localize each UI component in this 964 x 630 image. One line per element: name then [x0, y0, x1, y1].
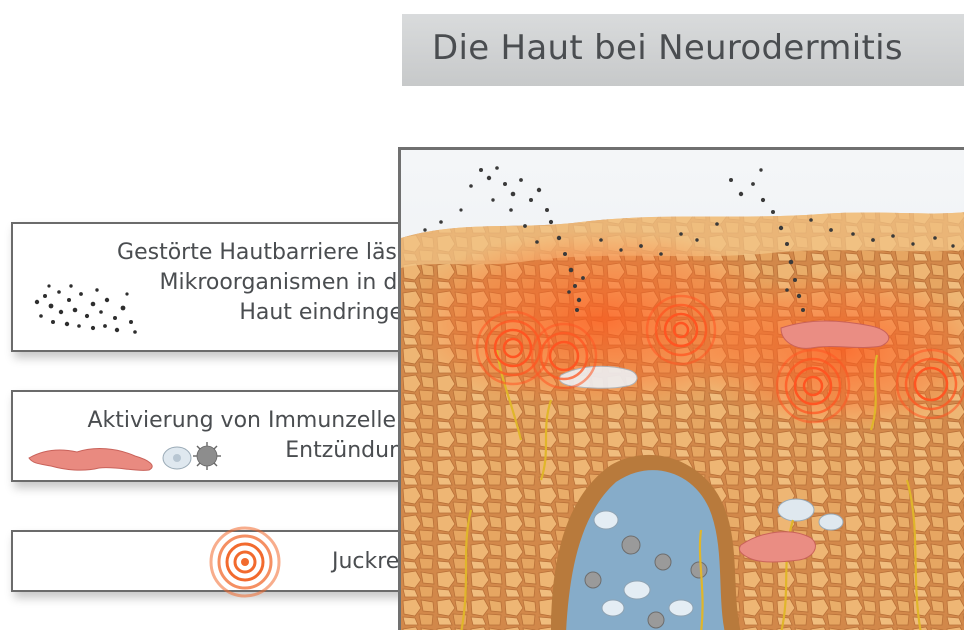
page-title: Die Haut bei Neurodermitis [432, 28, 903, 68]
legend-barrier-line2: Mikroorganismen in die [117, 268, 417, 298]
legend-immune-line2: Entzündung [87, 436, 417, 466]
legend-barrier-line1: Gestörte Hautbarriere lässt [117, 238, 417, 268]
legend-item-immune: Aktivierung von Immunzellen, Entzündung [11, 390, 431, 482]
itch-rings-icon [209, 522, 281, 606]
title-banner: Die Haut bei Neurodermitis [402, 14, 964, 86]
legend-immune-line1: Aktivierung von Immunzellen, [87, 406, 417, 436]
legend-item-itch: Juckreiz [11, 530, 431, 592]
skin-cross-section-illustration [398, 147, 964, 630]
legend-item-barrier: Gestörte Hautbarriere lässt Mikroorganis… [11, 222, 431, 352]
legend-barrier-line3: Haut eindringen [117, 298, 417, 328]
